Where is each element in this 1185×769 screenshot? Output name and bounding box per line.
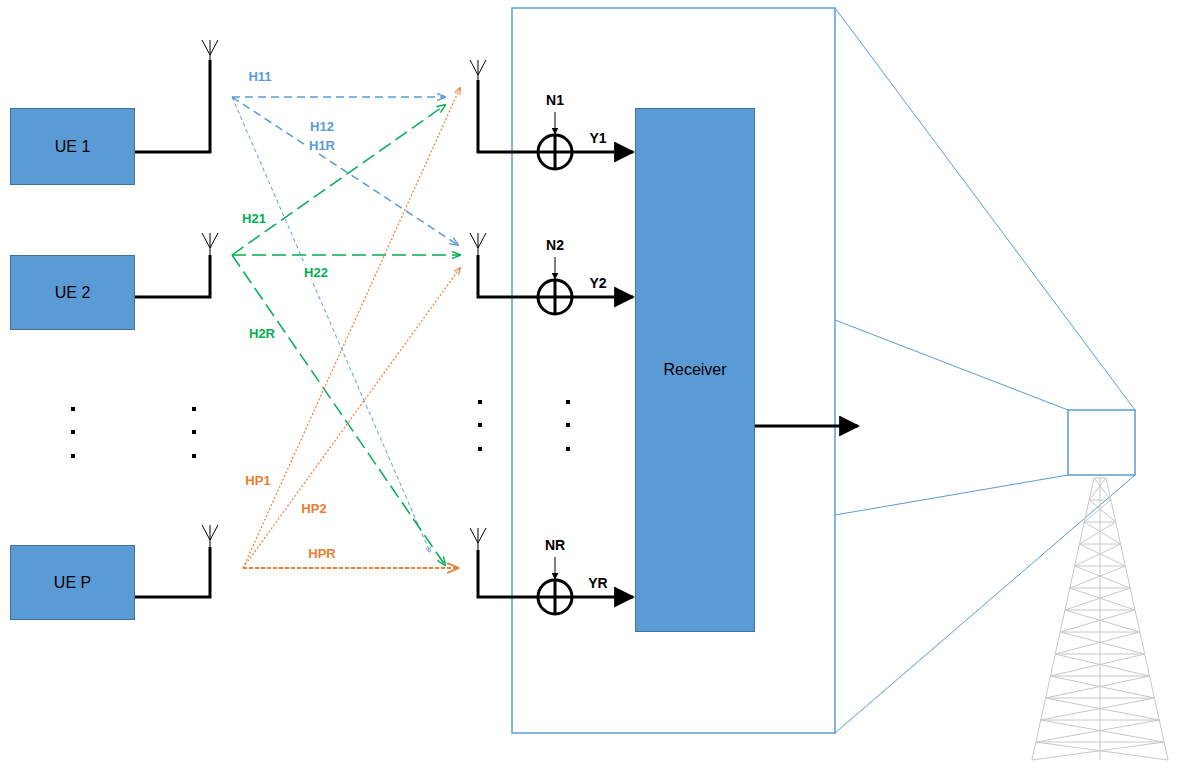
zoom-box	[1068, 410, 1135, 475]
node-label: UE P	[48, 574, 97, 592]
tower	[1032, 478, 1168, 760]
channel-arrows-ue2	[232, 105, 460, 565]
signal-label: Y1	[587, 131, 608, 146]
signal-label: Y2	[587, 276, 608, 291]
channel-label: HP1	[243, 473, 272, 488]
zoom-lines	[835, 8, 1135, 733]
receiver-box: Receiver	[635, 108, 755, 632]
channel-label: H12	[308, 119, 336, 134]
channel-arrows-ue1	[232, 97, 458, 552]
channel-label: HPR	[306, 546, 337, 561]
ellipsis-dots	[71, 400, 570, 458]
node-label: Receiver	[657, 361, 732, 379]
signal-label: YR	[586, 576, 609, 591]
channel-label: H1R	[307, 138, 337, 153]
signal-label: N2	[544, 238, 566, 253]
ue-box: UE 2	[10, 255, 135, 330]
channel-label: H11	[246, 69, 273, 84]
feed-lines	[135, 60, 538, 597]
channel-label: H2R	[247, 326, 277, 341]
adder-symbol	[538, 135, 572, 614]
signal-label: NR	[543, 538, 567, 553]
ue-box: UE P	[10, 545, 135, 620]
channel-arrows-uep	[243, 88, 460, 568]
antenna-symbol	[202, 40, 486, 550]
node-label: UE 2	[49, 284, 97, 302]
ue-box: UE 1	[10, 108, 135, 185]
channel-label: H22	[302, 265, 330, 280]
node-label: UE 1	[49, 138, 97, 156]
channel-label: H21	[240, 211, 268, 226]
channel-label: HP2	[299, 501, 328, 516]
noise-arrows	[555, 112, 556, 579]
signal-label: N1	[544, 93, 566, 108]
base-station-frame	[512, 8, 835, 733]
